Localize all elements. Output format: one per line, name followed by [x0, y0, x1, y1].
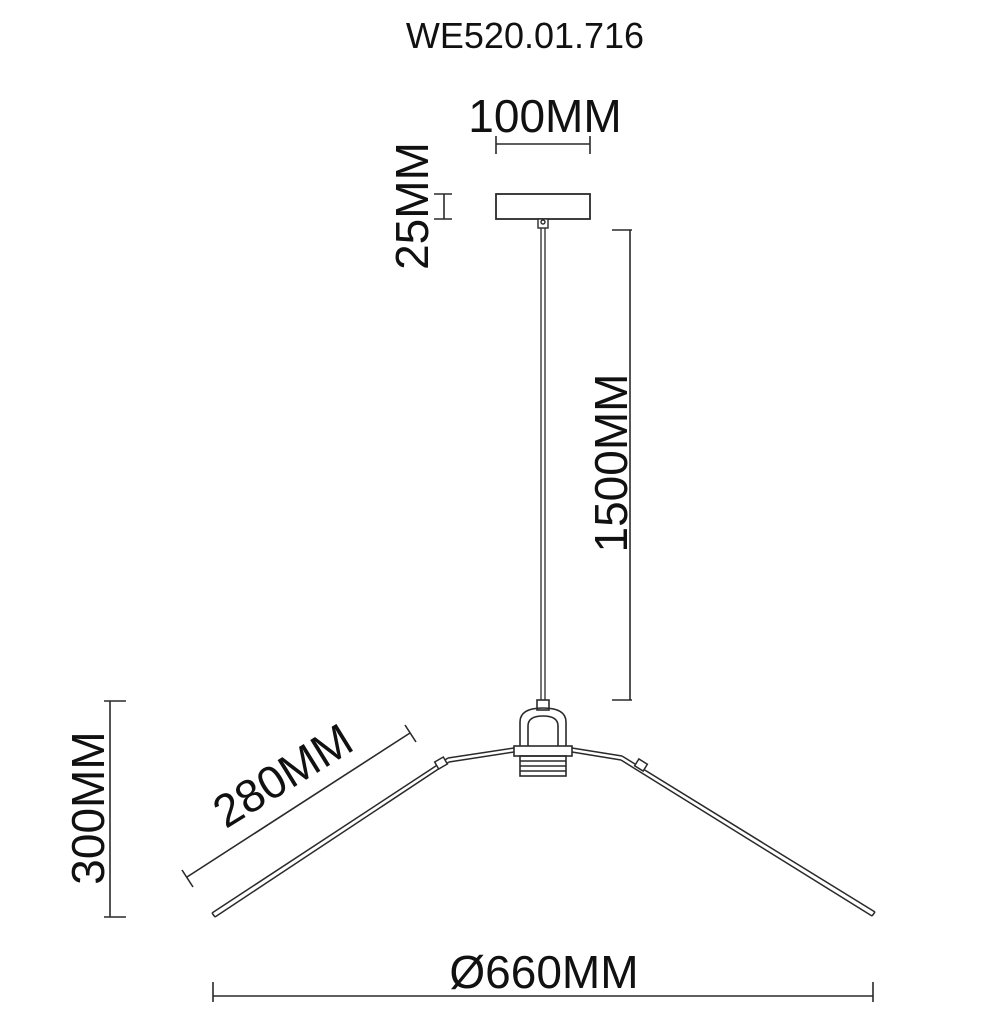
arm-length-dimension-line: [181, 724, 417, 888]
shade-frame-right-arm: [571, 747, 876, 917]
model-number-title: WE520.01.716: [406, 15, 644, 56]
canopy-width-dimension-line: [495, 136, 591, 154]
diameter-label: Ø660MM: [449, 946, 638, 998]
shade-height-label: 300MM: [62, 731, 114, 884]
cable-length-dimension-line: [612, 229, 632, 701]
shade-frame-left-arm: [211, 747, 515, 918]
suspension-cable: [540, 228, 546, 702]
canopy-cable-grip: [537, 218, 549, 229]
shade-height-dimension-line: [104, 700, 126, 918]
diameter-dimension-line: [212, 982, 874, 1002]
cable-length-label: 1500MM: [585, 374, 637, 553]
lamp-socket: [513, 699, 573, 777]
canopy-height-label: 25MM: [386, 142, 438, 270]
arm-length-label: 280MM: [204, 713, 362, 838]
canopy-width-label: 100MM: [468, 90, 621, 142]
canopy-height-dimension-line: [434, 193, 452, 220]
ceiling-canopy: [495, 193, 591, 220]
